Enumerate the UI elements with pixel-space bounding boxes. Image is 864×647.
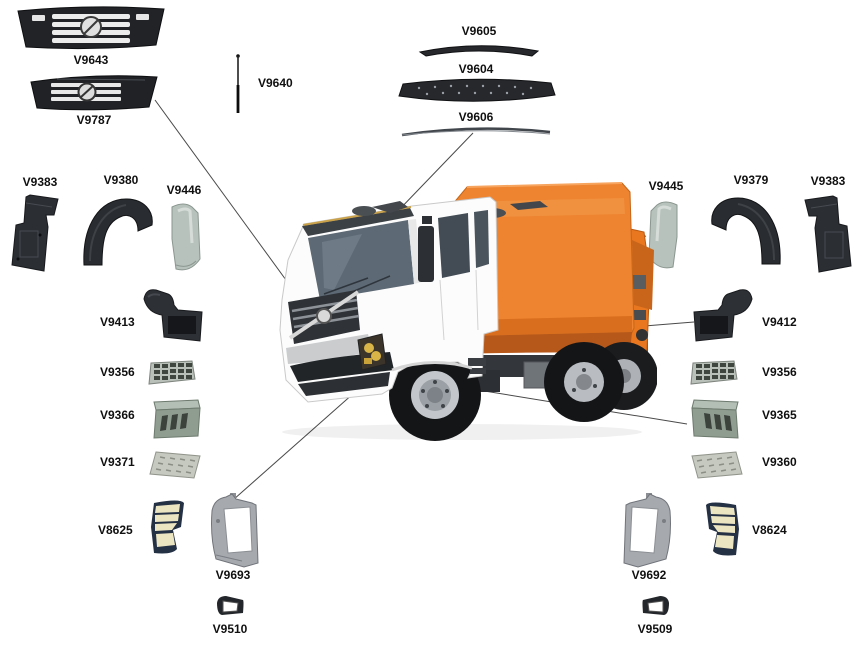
part-v9371: [146, 448, 204, 482]
headlight-lens-image: [706, 502, 739, 556]
part-v9787: [27, 73, 161, 111]
part-v9356-left: [146, 359, 198, 387]
part-v9643: [12, 4, 170, 50]
part-label-v9360: V9360: [762, 455, 797, 469]
visor-strip-image: [418, 45, 540, 57]
part-label-v9379: V9379: [733, 173, 769, 187]
part-v9692: [618, 491, 680, 569]
part-label-v9356-left: V9356: [100, 365, 135, 379]
part-label-v8625: V8625: [98, 523, 133, 537]
part-label-v9412: V9412: [762, 315, 797, 329]
part-v9412: [688, 283, 758, 345]
part-label-v9640: V9640: [258, 76, 293, 90]
part-label-v9787: V9787: [76, 113, 112, 127]
fog-lamp-bezel-image: [217, 596, 244, 615]
part-label-v9371: V9371: [100, 455, 135, 469]
part-v9383-left: [4, 191, 66, 275]
part-label-v9643: V9643: [73, 53, 109, 67]
tread-plate-image: [149, 451, 201, 479]
part-v9356-right: [688, 359, 740, 387]
corner-deflector-image: [648, 201, 678, 269]
part-v9383-right: [797, 192, 859, 276]
trim-strip-image: [401, 127, 551, 137]
part-label-v8624: V8624: [752, 523, 787, 537]
part-label-v9693: V9693: [215, 568, 251, 582]
part-label-v9380: V9380: [103, 173, 139, 187]
part-v9606: [397, 121, 555, 139]
tread-plate-image: [691, 451, 743, 479]
truck-front-wheel: [389, 349, 481, 441]
part-v9605: [415, 39, 543, 57]
part-label-v9383-left: V9383: [22, 175, 58, 189]
headlight-lens-image: [151, 500, 184, 554]
part-label-v9510: V9510: [212, 622, 248, 636]
part-v8624: [700, 499, 748, 561]
headlamp-housing-image: [211, 493, 259, 568]
wheel-arch-liner-image: [83, 198, 153, 266]
upper-grille-image: [17, 6, 165, 50]
part-label-v9365: V9365: [762, 408, 797, 422]
headlamp-housing-image: [623, 493, 671, 568]
strut-rod-image: [236, 54, 240, 113]
part-v9366: [146, 396, 204, 440]
mudguard-bracket-image: [11, 194, 59, 272]
fog-lamp-bezel-image: [642, 596, 669, 615]
part-v9509: [638, 591, 674, 619]
part-v9446: [162, 199, 206, 275]
part-v9510: [212, 591, 248, 619]
step-box-image: [153, 399, 201, 439]
part-label-v9605: V9605: [461, 24, 497, 38]
step-grille-image: [148, 360, 196, 385]
part-label-v9446: V9446: [166, 183, 202, 197]
wheel-arch-liner-image: [711, 197, 781, 265]
part-label-v9509: V9509: [637, 622, 673, 636]
corner-deflector-image: [171, 203, 201, 271]
truck-cab: [279, 196, 499, 403]
part-v9604: [395, 75, 557, 107]
part-v9640: [233, 53, 243, 117]
step-well-image: [143, 289, 203, 342]
part-label-v9692: V9692: [631, 568, 667, 582]
truck-rear-wheels: [544, 342, 657, 422]
part-label-v9606: V9606: [458, 110, 494, 124]
part-v9365: [688, 396, 746, 440]
part-v9379: [706, 190, 788, 270]
part-v9360: [688, 448, 746, 482]
part-label-v9413: V9413: [100, 315, 135, 329]
part-label-v9604: V9604: [458, 62, 494, 76]
part-v9693: [202, 491, 264, 569]
garbage-truck-illustration: [272, 180, 657, 445]
part-label-v9445: V9445: [648, 179, 684, 193]
lower-grille-image: [30, 75, 158, 111]
part-v9413: [138, 283, 208, 345]
mudguard-bracket-image: [804, 195, 852, 273]
part-label-v9356-right: V9356: [762, 365, 797, 379]
step-grille-image: [690, 360, 738, 385]
part-v9445: [643, 197, 687, 273]
step-well-image: [693, 289, 753, 342]
sun-visor-panel-image: [398, 78, 556, 102]
part-v8625: [142, 497, 190, 559]
part-label-v9383-right: V9383: [810, 174, 846, 188]
truck-image: [279, 182, 657, 441]
part-v9380: [76, 191, 158, 271]
step-box-image: [691, 399, 739, 439]
part-label-v9366: V9366: [100, 408, 135, 422]
